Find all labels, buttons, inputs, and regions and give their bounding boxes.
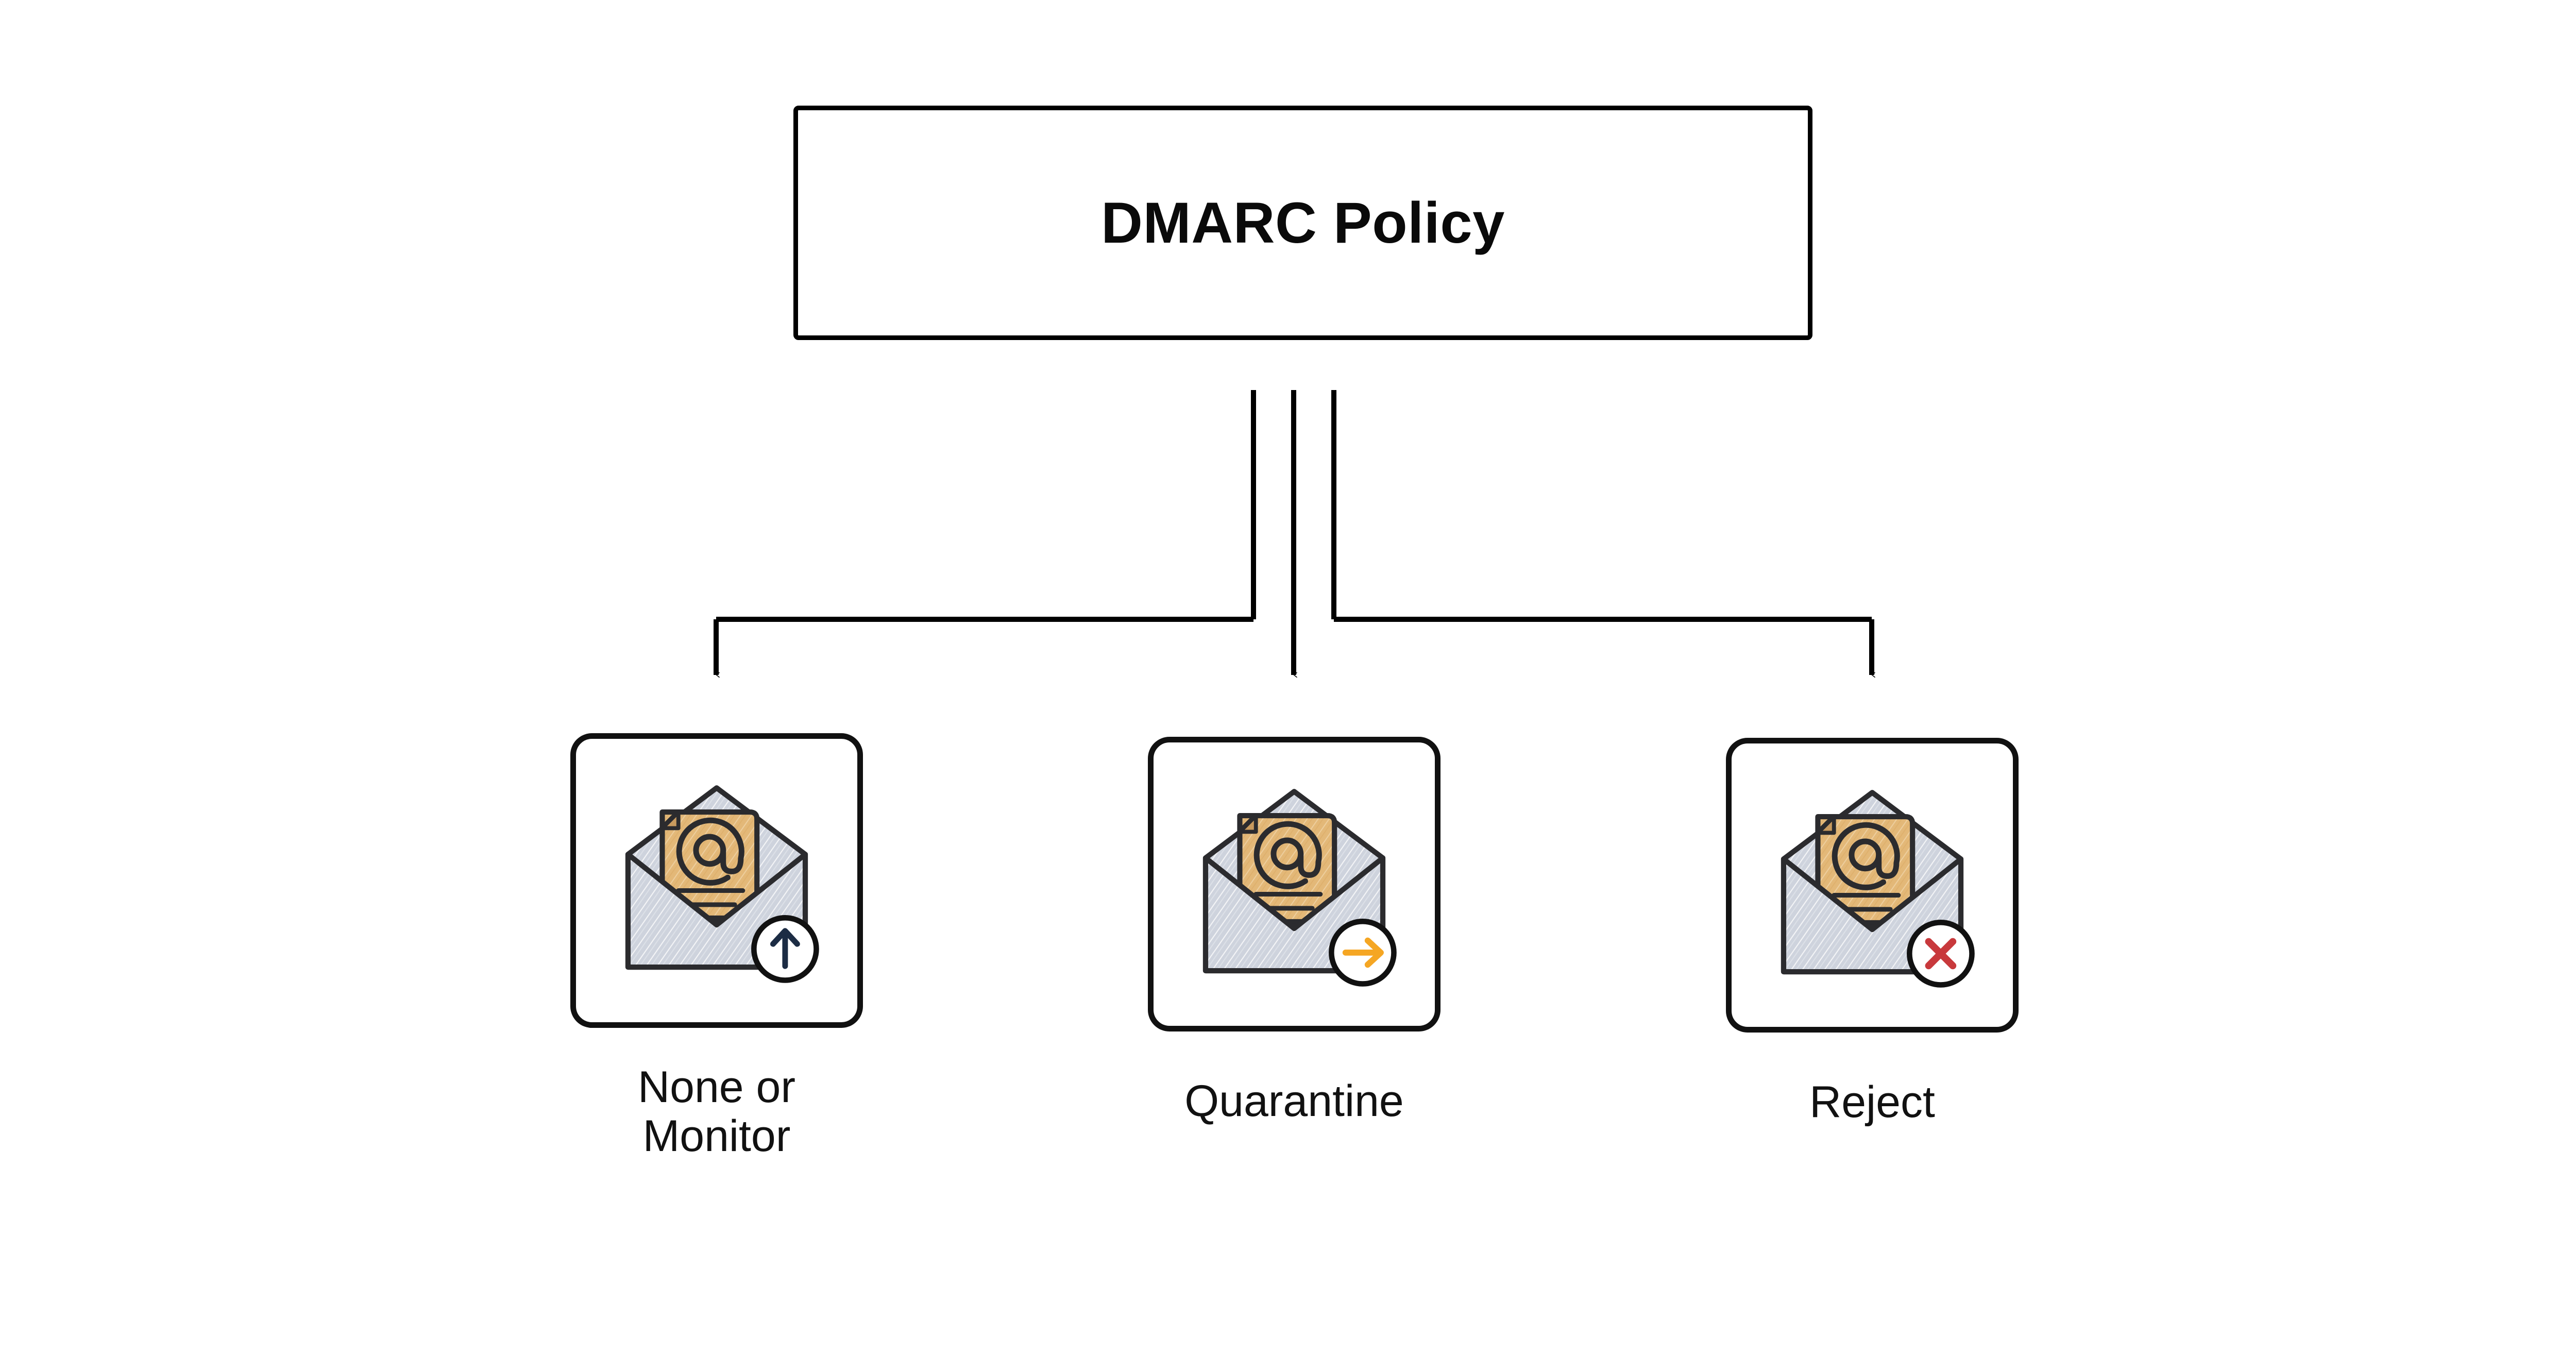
badge-arrow-right <box>1329 919 1397 987</box>
option-label-line-2: Monitor <box>642 1111 791 1161</box>
option-label-quarantine: Quarantine <box>1148 1077 1440 1126</box>
option-quarantine[interactable]: Quarantine <box>1148 737 1440 1125</box>
option-label-line-1: Quarantine <box>1184 1076 1404 1126</box>
option-label-line-1: None or <box>638 1062 795 1112</box>
option-none-or-monitor[interactable]: None or Monitor <box>570 733 863 1160</box>
open-envelope-with-letter-icon <box>1183 773 1405 995</box>
badge-arrow-up <box>751 915 819 983</box>
dmarc-policy-title: DMARC Policy <box>1101 190 1505 255</box>
option-card-reject[interactable] <box>1726 738 2019 1033</box>
open-envelope-with-letter-icon <box>606 770 827 991</box>
option-label-reject: Reject <box>1726 1078 2019 1127</box>
dmarc-policy-box[interactable]: DMARC Policy <box>793 106 1812 340</box>
option-card-none[interactable] <box>570 733 863 1028</box>
option-label-line-1: Reject <box>1809 1077 1935 1127</box>
option-label-none: None or Monitor <box>570 1063 863 1160</box>
badge-close-x <box>1907 920 1975 988</box>
option-reject[interactable]: Reject <box>1726 738 2019 1126</box>
option-card-quarantine[interactable] <box>1148 737 1440 1031</box>
open-envelope-with-letter-icon <box>1761 774 1983 996</box>
